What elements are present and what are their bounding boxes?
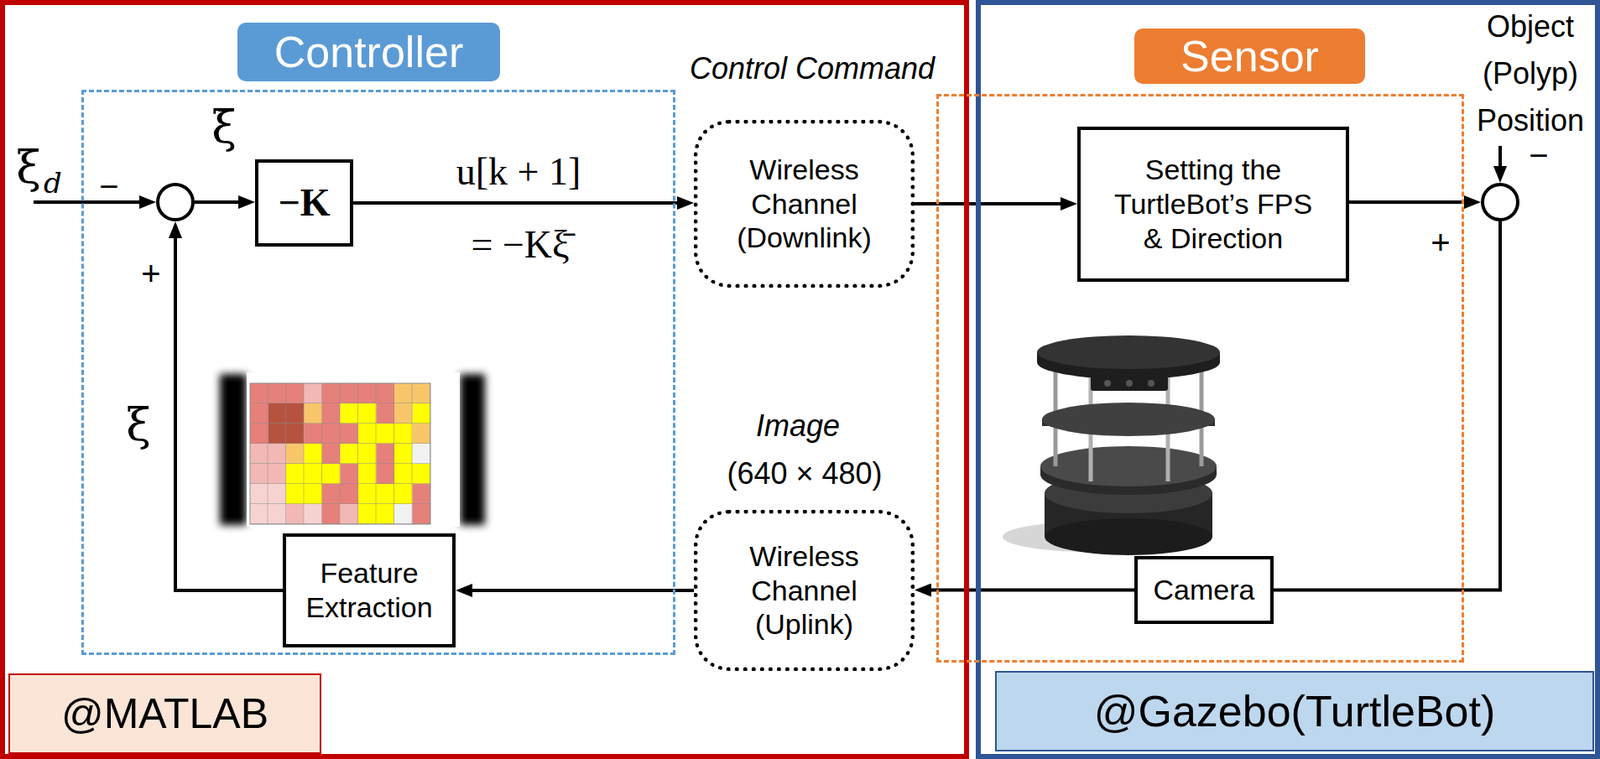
sign-text: + [140, 256, 161, 291]
node-text: Wireless Channel (Downlink) [714, 152, 894, 256]
label-holder: = −Kξ̄ [470, 221, 569, 268]
math-symbol: ξ [125, 402, 152, 449]
math-symbol: ξ̄ [211, 104, 237, 151]
turtlebot-image [1044, 518, 1213, 556]
sign-holder: − [1520, 136, 1557, 174]
text-holder: Camera [1137, 559, 1271, 621]
sign-holder: + [132, 255, 169, 292]
node-text: Setting the TurtleBot’s FPS & Direction [1108, 152, 1319, 256]
sum-junction: −+ [156, 182, 195, 222]
label-holder: Image [755, 407, 840, 444]
signal-arrow [175, 238, 283, 591]
text-holder: Setting the TurtleBot’s FPS & Direction [1080, 130, 1346, 279]
sign-text: − [99, 169, 119, 204]
object-arrow [1498, 145, 1502, 167]
sum-junction: −+ [1480, 182, 1520, 222]
signal-arrow [1349, 200, 1465, 204]
input-arrow [139, 195, 157, 209]
label-holder: ξ [125, 402, 152, 449]
region-title: @Gazebo(TurtleBot) [1094, 685, 1496, 738]
turtlebot-image [1037, 335, 1220, 370]
heatmap-image [250, 383, 431, 525]
turtlebot-image [1042, 402, 1215, 437]
process-box: Camera [1134, 556, 1274, 625]
dashed-group: SensorSetting the TurtleBot’s FPS & Dire… [936, 93, 1465, 663]
turtlebot-image [1040, 446, 1217, 487]
edge-label: u[k + 1] [456, 148, 582, 195]
label-holder: u[k + 1] [456, 148, 582, 195]
annotation-text: Object (Polyp) Position [1467, 3, 1594, 145]
region-title: Sensor [1180, 30, 1319, 83]
signal-arrow [472, 588, 694, 593]
region-tag: Sensor [1134, 28, 1366, 84]
label-holder: Object (Polyp) Position [1467, 3, 1594, 145]
object-arrow [1493, 166, 1507, 183]
heatmap-image [459, 374, 485, 526]
math-symbol: ξ [15, 145, 42, 191]
process-box: Feature Extraction [282, 533, 456, 648]
node-text: Camera [1153, 573, 1256, 608]
turtlebot-image [1147, 380, 1155, 387]
region-tag: Controller [237, 22, 501, 82]
text-holder: Feature Extraction [286, 536, 453, 645]
process-box: Setting the TurtleBot’s FPS & Direction [1077, 126, 1350, 282]
region-title: Controller [274, 26, 464, 79]
turtlebot-image [1104, 380, 1111, 387]
gain-box: −K [255, 159, 354, 247]
heatmap-image [246, 372, 460, 527]
heatmap-image [250, 383, 431, 525]
signal-arrow [931, 588, 1135, 593]
label-holder: ξ [15, 145, 42, 191]
label-holder: d [43, 168, 63, 198]
turtlebot-image [1002, 335, 1220, 556]
annotation-text: Control Command [689, 50, 935, 87]
region-panel: @Gazebo(TurtleBot)−+ [975, 0, 1600, 759]
input-arrow [33, 200, 141, 204]
text-holder: −K [258, 162, 350, 244]
annotation-text: Image [755, 407, 840, 444]
node-text: −K [278, 179, 331, 226]
annotation-text: = −Kξ̄ [470, 221, 569, 268]
heatmap-image [219, 374, 247, 526]
channel-box: Wireless Channel (Downlink) [693, 119, 915, 288]
sign-holder: + [1422, 224, 1459, 261]
math-symbol: d [43, 168, 63, 198]
annotation-text: (640 × 480) [726, 455, 882, 492]
sign-holder: − [90, 167, 127, 205]
region-tag: @MATLAB [8, 673, 322, 755]
turtlebot-image [1125, 380, 1133, 387]
node-text: Wireless Channel (Uplink) [714, 539, 894, 642]
label-holder: Control Command [689, 50, 935, 87]
heatmap-image [219, 372, 485, 527]
signal-arrow [194, 200, 239, 204]
region-panel: @MATLABController−+−KFeature ExtractionW… [0, 0, 970, 759]
region-title: @MATLAB [61, 688, 269, 740]
label-holder: (640 × 480) [726, 455, 882, 492]
object-arrow [1493, 145, 1507, 183]
text-holder: Wireless Channel (Downlink) [698, 124, 911, 284]
sign-text: − [1528, 138, 1548, 172]
channel-box: Wireless Channel (Uplink) [693, 510, 915, 672]
input-arrow [33, 195, 157, 209]
label-holder: ξ̄ [211, 104, 237, 151]
text-holder: Wireless Channel (Uplink) [698, 514, 911, 668]
signal-arrow [353, 201, 678, 205]
node-text: Feature Extraction [295, 556, 443, 626]
sign-text: + [1430, 225, 1450, 260]
region-tag: @Gazebo(TurtleBot) [995, 671, 1595, 752]
dashed-group: Controller−+−KFeature Extraction [81, 89, 676, 656]
